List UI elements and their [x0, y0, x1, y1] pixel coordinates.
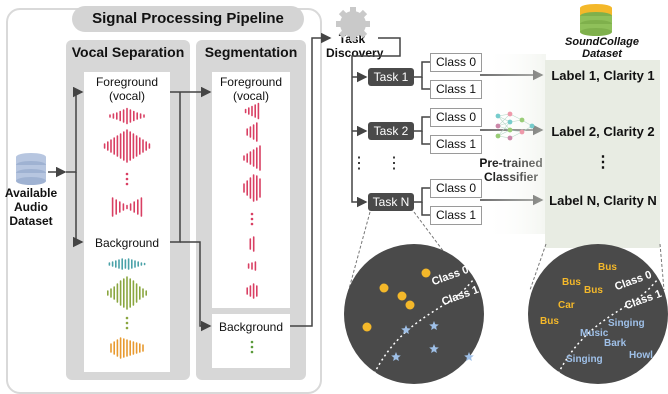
word-car: Car [558, 300, 575, 311]
database-icon [16, 153, 46, 185]
word-bus: Bus [584, 285, 603, 296]
task-1-box: Task 1 [368, 68, 414, 86]
segment-background-box [212, 314, 290, 368]
task-n-box: Task N [368, 193, 414, 211]
word-bus: Bus [562, 277, 581, 288]
task-2-class-1: Class 1 [430, 135, 482, 154]
waveform-icon [246, 283, 258, 299]
task-2-box: Task 2 [368, 122, 414, 140]
waveform-icon [109, 107, 145, 125]
dataset-database-icon [580, 4, 612, 36]
class-ellipsis: ⋮ [386, 155, 402, 172]
waveform-icon [110, 337, 144, 359]
dataset-panel [545, 60, 660, 248]
waveform-icon [246, 122, 258, 142]
dots-icon [250, 340, 254, 354]
word-bark: Bark [604, 338, 627, 349]
pipeline-title: Signal Processing Pipeline [72, 6, 304, 32]
star-icon [429, 321, 439, 330]
word-bus: Bus [598, 262, 617, 273]
waveform-icon [243, 174, 261, 202]
segment-background-label: Background [218, 320, 284, 334]
word-music: Music [580, 328, 609, 339]
waveform-icon [103, 129, 151, 163]
dataset-row-1: Label 1, Clarity 1 [551, 68, 655, 83]
dots-icon [125, 172, 129, 186]
dataset-row-2: Label 2, Clarity 2 [551, 124, 655, 139]
task-2-class-0: Class 0 [430, 108, 482, 127]
waveform-icon [249, 236, 255, 252]
task-n-class-0: Class 0 [430, 179, 482, 198]
star-icon [464, 352, 474, 361]
input-dataset-label: Available Audio Dataset [4, 186, 58, 228]
gear-icon [336, 7, 370, 41]
waveform-icon [111, 197, 143, 217]
dataset-ellipsis: ⋮ [595, 154, 611, 171]
right-scatter-circle [528, 244, 668, 384]
dataset-title: SoundCollage Dataset [565, 36, 639, 60]
dots-icon [125, 316, 129, 330]
task-1-class-1: Class 1 [430, 80, 482, 99]
dataset-row-n: Label N, Clarity N [549, 193, 657, 208]
waveform-icon [244, 102, 260, 120]
segmentation-title: Segmentation [204, 44, 298, 60]
star-icon [391, 352, 401, 361]
vocal-foreground-label: Foreground (vocal) [95, 75, 159, 103]
vocal-background-label: Background [94, 236, 160, 250]
waveform-icon [243, 145, 261, 171]
task-ellipsis: ⋮ [351, 155, 367, 172]
left-scatter-circle [344, 244, 484, 384]
task-n-class-1: Class 1 [430, 206, 482, 225]
star-icon [429, 344, 439, 353]
vocal-separation-title: Vocal Separation [71, 44, 185, 60]
waveform-icon [247, 261, 257, 271]
word-singing: Singing [566, 354, 603, 365]
word-bus: Bus [540, 316, 559, 327]
word-singing: Singing [608, 318, 645, 329]
star-icon [401, 325, 411, 334]
waveform-icon [108, 258, 146, 270]
segment-foreground-label: Foreground (vocal) [219, 75, 283, 103]
neural-net-icon [495, 111, 535, 141]
task-1-class-0: Class 0 [430, 53, 482, 72]
word-howl: Howl [629, 350, 653, 361]
dots-icon [250, 212, 254, 226]
waveform-icon [107, 276, 147, 310]
